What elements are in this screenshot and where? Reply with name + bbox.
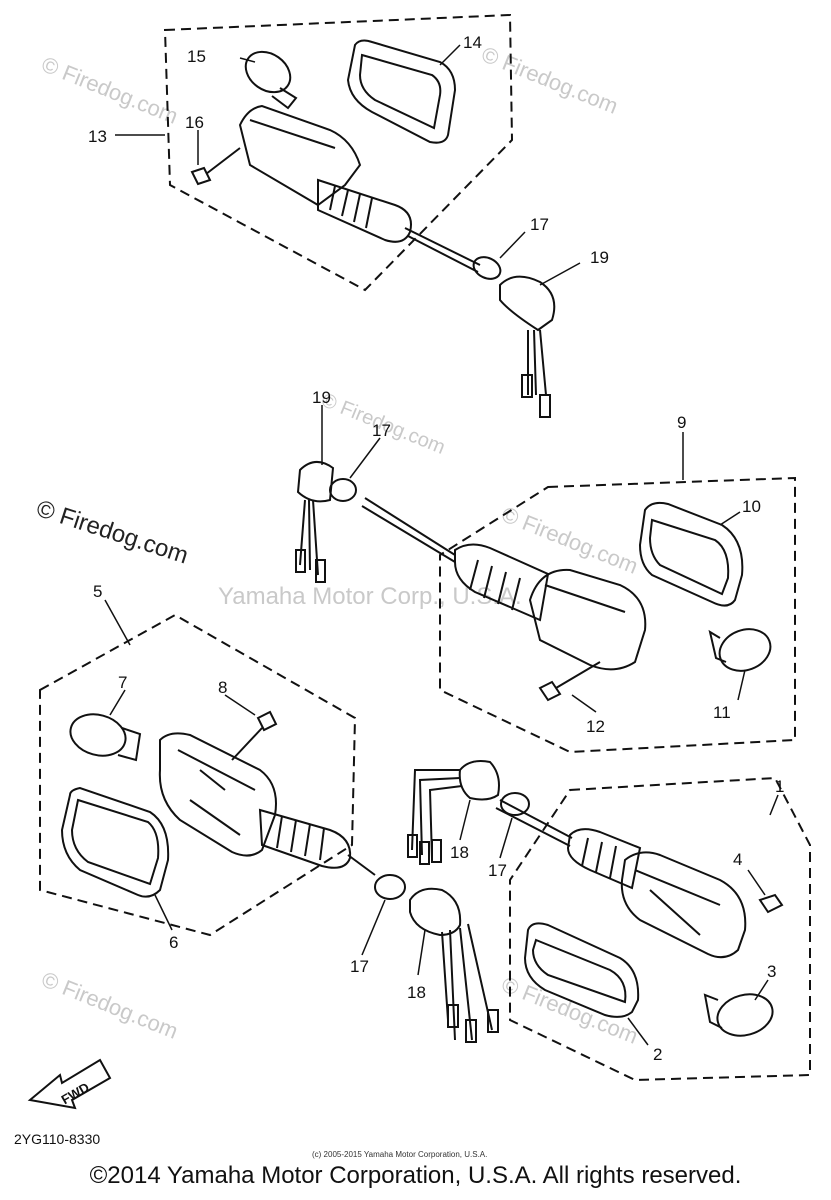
- callout-18: 18: [450, 843, 469, 862]
- assembly-9-group: [295, 461, 796, 754]
- fwd-arrow-icon: FWD: [27, 1058, 112, 1110]
- bulb-11-shape: [718, 628, 772, 672]
- bulb-3-shape: [716, 993, 774, 1037]
- diagram-code: 2YG110-8330: [14, 1131, 100, 1147]
- lens-14-shape: [346, 39, 457, 144]
- housing-1-shape: [620, 851, 747, 959]
- housing-5-shape: [158, 732, 277, 857]
- callout-14: 14: [463, 33, 482, 52]
- screw-16-shape: [190, 147, 241, 186]
- callout-13: 13: [88, 127, 107, 146]
- housing-13-shape: [238, 104, 362, 207]
- callout-17: 17: [350, 957, 369, 976]
- watermark-layer: © Firedog.com © Firedog.com © Firedog.co…: [33, 41, 641, 1048]
- callout-11: 11: [713, 703, 731, 722]
- screw-8-shape: [231, 710, 278, 761]
- watermark-text: © Firedog.com: [498, 501, 641, 578]
- callout-19: 19: [590, 248, 609, 267]
- assembly-1-group: [407, 760, 811, 1082]
- callout-17: 17: [488, 861, 507, 880]
- grommet-18-low-shape: [409, 887, 462, 937]
- screw-12-shape: [538, 661, 601, 702]
- watermark-text: © Firedog.com: [38, 966, 181, 1043]
- callout-9: 9: [677, 413, 686, 432]
- assembly-9-outline: [439, 476, 796, 754]
- screw-4-shape: [758, 893, 784, 914]
- callout-2: 2: [653, 1045, 662, 1064]
- assembly-5-group: [39, 613, 499, 1043]
- grommet-19-top-shape: [499, 275, 556, 332]
- watermark-text: © Firedog.com: [33, 495, 191, 569]
- grommet-19-mid-shape: [296, 461, 335, 503]
- lens-6-shape: [60, 786, 170, 898]
- watermark-text: © Firedog.com: [478, 41, 621, 118]
- callout-12: 12: [586, 717, 605, 736]
- grommet-18-right-shape: [458, 760, 500, 801]
- bulb-7-shape: [69, 713, 127, 757]
- callout-6: 6: [169, 933, 178, 952]
- leader-lines: [104, 44, 779, 1046]
- callout-15: 15: [187, 47, 206, 66]
- callout-17: 17: [372, 421, 391, 440]
- fwd-label: FWD: [59, 1079, 92, 1107]
- stem-5-shape: [258, 808, 352, 869]
- callout-layer: 13 15 14 16 17 19 19 17 9 10 11 12 5 7 8…: [88, 33, 784, 1064]
- collar-17-low-shape: [374, 874, 406, 900]
- callout-10: 10: [742, 497, 761, 516]
- collar-17-right-shape: [500, 792, 530, 816]
- callout-7: 7: [118, 673, 127, 692]
- stem-13-shape: [317, 178, 412, 243]
- callout-1: 1: [775, 777, 784, 796]
- stem-1-shape: [566, 828, 642, 890]
- collar-17-mid-shape: [329, 478, 357, 502]
- callout-18: 18: [407, 983, 426, 1002]
- callout-3: 3: [767, 962, 776, 981]
- assembly-13-outline: [163, 13, 514, 292]
- stem-9-shape: [454, 543, 550, 622]
- callout-5: 5: [93, 582, 102, 601]
- callout-19: 19: [312, 388, 331, 407]
- bulb-15-shape: [244, 50, 292, 94]
- center-watermark: Yamaha Motor Corp., U.S.A.: [218, 583, 522, 610]
- lens-2-shape: [523, 922, 640, 1018]
- callout-16: 16: [185, 113, 204, 132]
- lens-10-shape: [638, 501, 744, 607]
- watermark-text: © Firedog.com: [38, 51, 181, 128]
- assembly-1-outline: [509, 776, 811, 1082]
- small-copyright: (c) 2005-2015 Yamaha Motor Corporation, …: [312, 1150, 487, 1159]
- callout-4: 4: [733, 850, 742, 869]
- callout-17: 17: [530, 215, 549, 234]
- callout-8: 8: [218, 678, 227, 697]
- collar-17-top-shape: [472, 256, 502, 280]
- copyright-footer: ©2014 Yamaha Motor Corporation, U.S.A. A…: [89, 1162, 742, 1189]
- assembly-5-outline: [39, 613, 357, 937]
- assembly-13-group: [163, 13, 556, 418]
